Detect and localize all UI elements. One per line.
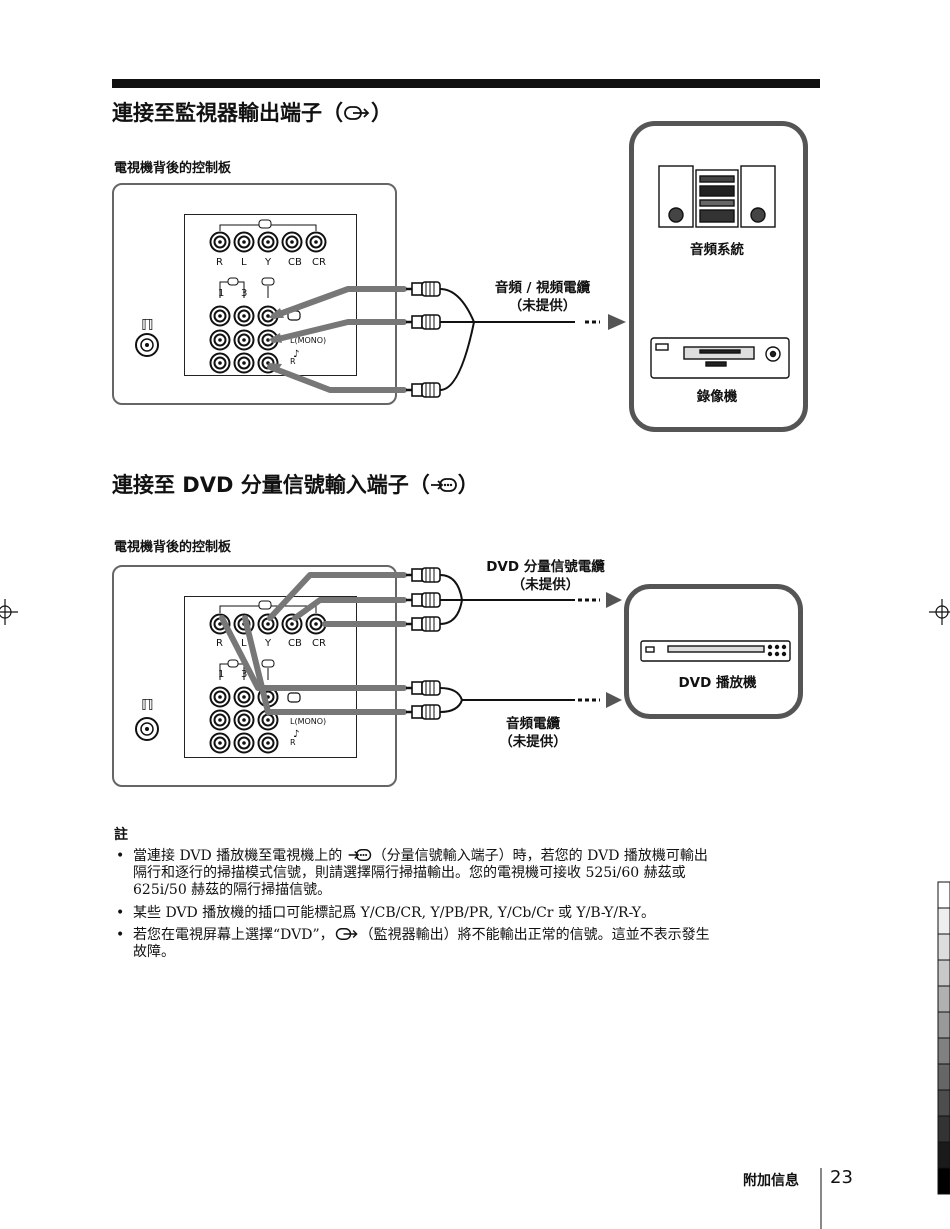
monitor-out-icon bbox=[344, 106, 370, 120]
dvd-player-label: DVD 播放機 bbox=[678, 675, 757, 691]
component-in-icon bbox=[430, 478, 457, 492]
notes-title: 註 bbox=[114, 827, 128, 843]
note-item-2: 某些 DVD 播放機的插口可能標記爲 Y/CB/CR, Y/PB/PR, Y/C… bbox=[133, 905, 656, 921]
jack-label-cr: CR bbox=[312, 638, 326, 649]
l-mono-label: L(MONO) bbox=[290, 717, 327, 726]
input-num-1: 1 bbox=[218, 288, 225, 299]
bullet-icon: • bbox=[116, 848, 125, 864]
jack-label-cb: CB bbox=[288, 638, 302, 649]
r-label: R bbox=[290, 738, 296, 747]
input-num-1: 1 bbox=[218, 669, 225, 680]
antenna-icon: ℿ bbox=[141, 316, 154, 334]
jack-label-y: Y bbox=[265, 638, 272, 649]
av-cable-note: （未提供） bbox=[508, 298, 577, 314]
gray-scale-strip bbox=[937, 881, 950, 1195]
section2-title: 連接至 DVD 分量信號輸入端子（） bbox=[112, 473, 479, 497]
audio-system-label: 音頻系統 bbox=[690, 242, 744, 258]
bullet-icon: • bbox=[116, 905, 125, 921]
section1-panel-caption: 電視機背後的控制板 bbox=[114, 161, 232, 176]
l-mono-label: L(MONO) bbox=[290, 336, 327, 345]
component-cable-note: （未提供） bbox=[511, 577, 580, 593]
antenna-icon: ℿ bbox=[141, 696, 154, 714]
note-item-3: 若您在電視屏幕上選擇“DVD”，（監視器輸出）將不能輸出正常的信號。這並不表示發… bbox=[133, 927, 710, 960]
av-cable-label: 音頻 / 視頻電纜 bbox=[494, 280, 591, 296]
bullet-icon: • bbox=[116, 927, 125, 943]
device-group-2 bbox=[624, 584, 803, 719]
section2-panel-caption: 電視機背後的控制板 bbox=[114, 540, 232, 555]
jack-label-l: L bbox=[241, 257, 247, 268]
note-item-1: 當連接 DVD 播放機至電視機上的 （分量信號輸入端子）時，若您的 DVD 播放… bbox=[133, 848, 708, 898]
component-cable-label: DVD 分量信號電纜 bbox=[486, 559, 605, 575]
section1-title: 連接至監視器輸出端子（） bbox=[112, 101, 392, 125]
jack-label-l: L bbox=[241, 638, 247, 649]
jack-label-r: R bbox=[216, 638, 223, 649]
monitor-out-icon bbox=[335, 928, 358, 940]
component-in-icon bbox=[348, 849, 371, 861]
audio-cable-label: 音頻電纜 bbox=[506, 716, 560, 732]
vcr-label: 錄像機 bbox=[696, 389, 738, 405]
section-rule bbox=[112, 79, 820, 88]
page-number: 23 bbox=[830, 1167, 853, 1188]
jack-board-1 bbox=[184, 214, 357, 376]
jack-label-r: R bbox=[216, 257, 223, 268]
jack-board-2 bbox=[184, 596, 357, 758]
footer-section-label: 附加信息 bbox=[743, 1173, 799, 1189]
jack-label-cr: CR bbox=[312, 257, 326, 268]
jack-label-y: Y bbox=[265, 257, 272, 268]
r-label: R bbox=[290, 357, 296, 366]
input-num-3: 3 bbox=[241, 288, 248, 299]
audio-cable-note: （未提供） bbox=[499, 734, 567, 750]
input-num-3: 3 bbox=[241, 669, 248, 680]
jack-label-cb: CB bbox=[288, 257, 302, 268]
